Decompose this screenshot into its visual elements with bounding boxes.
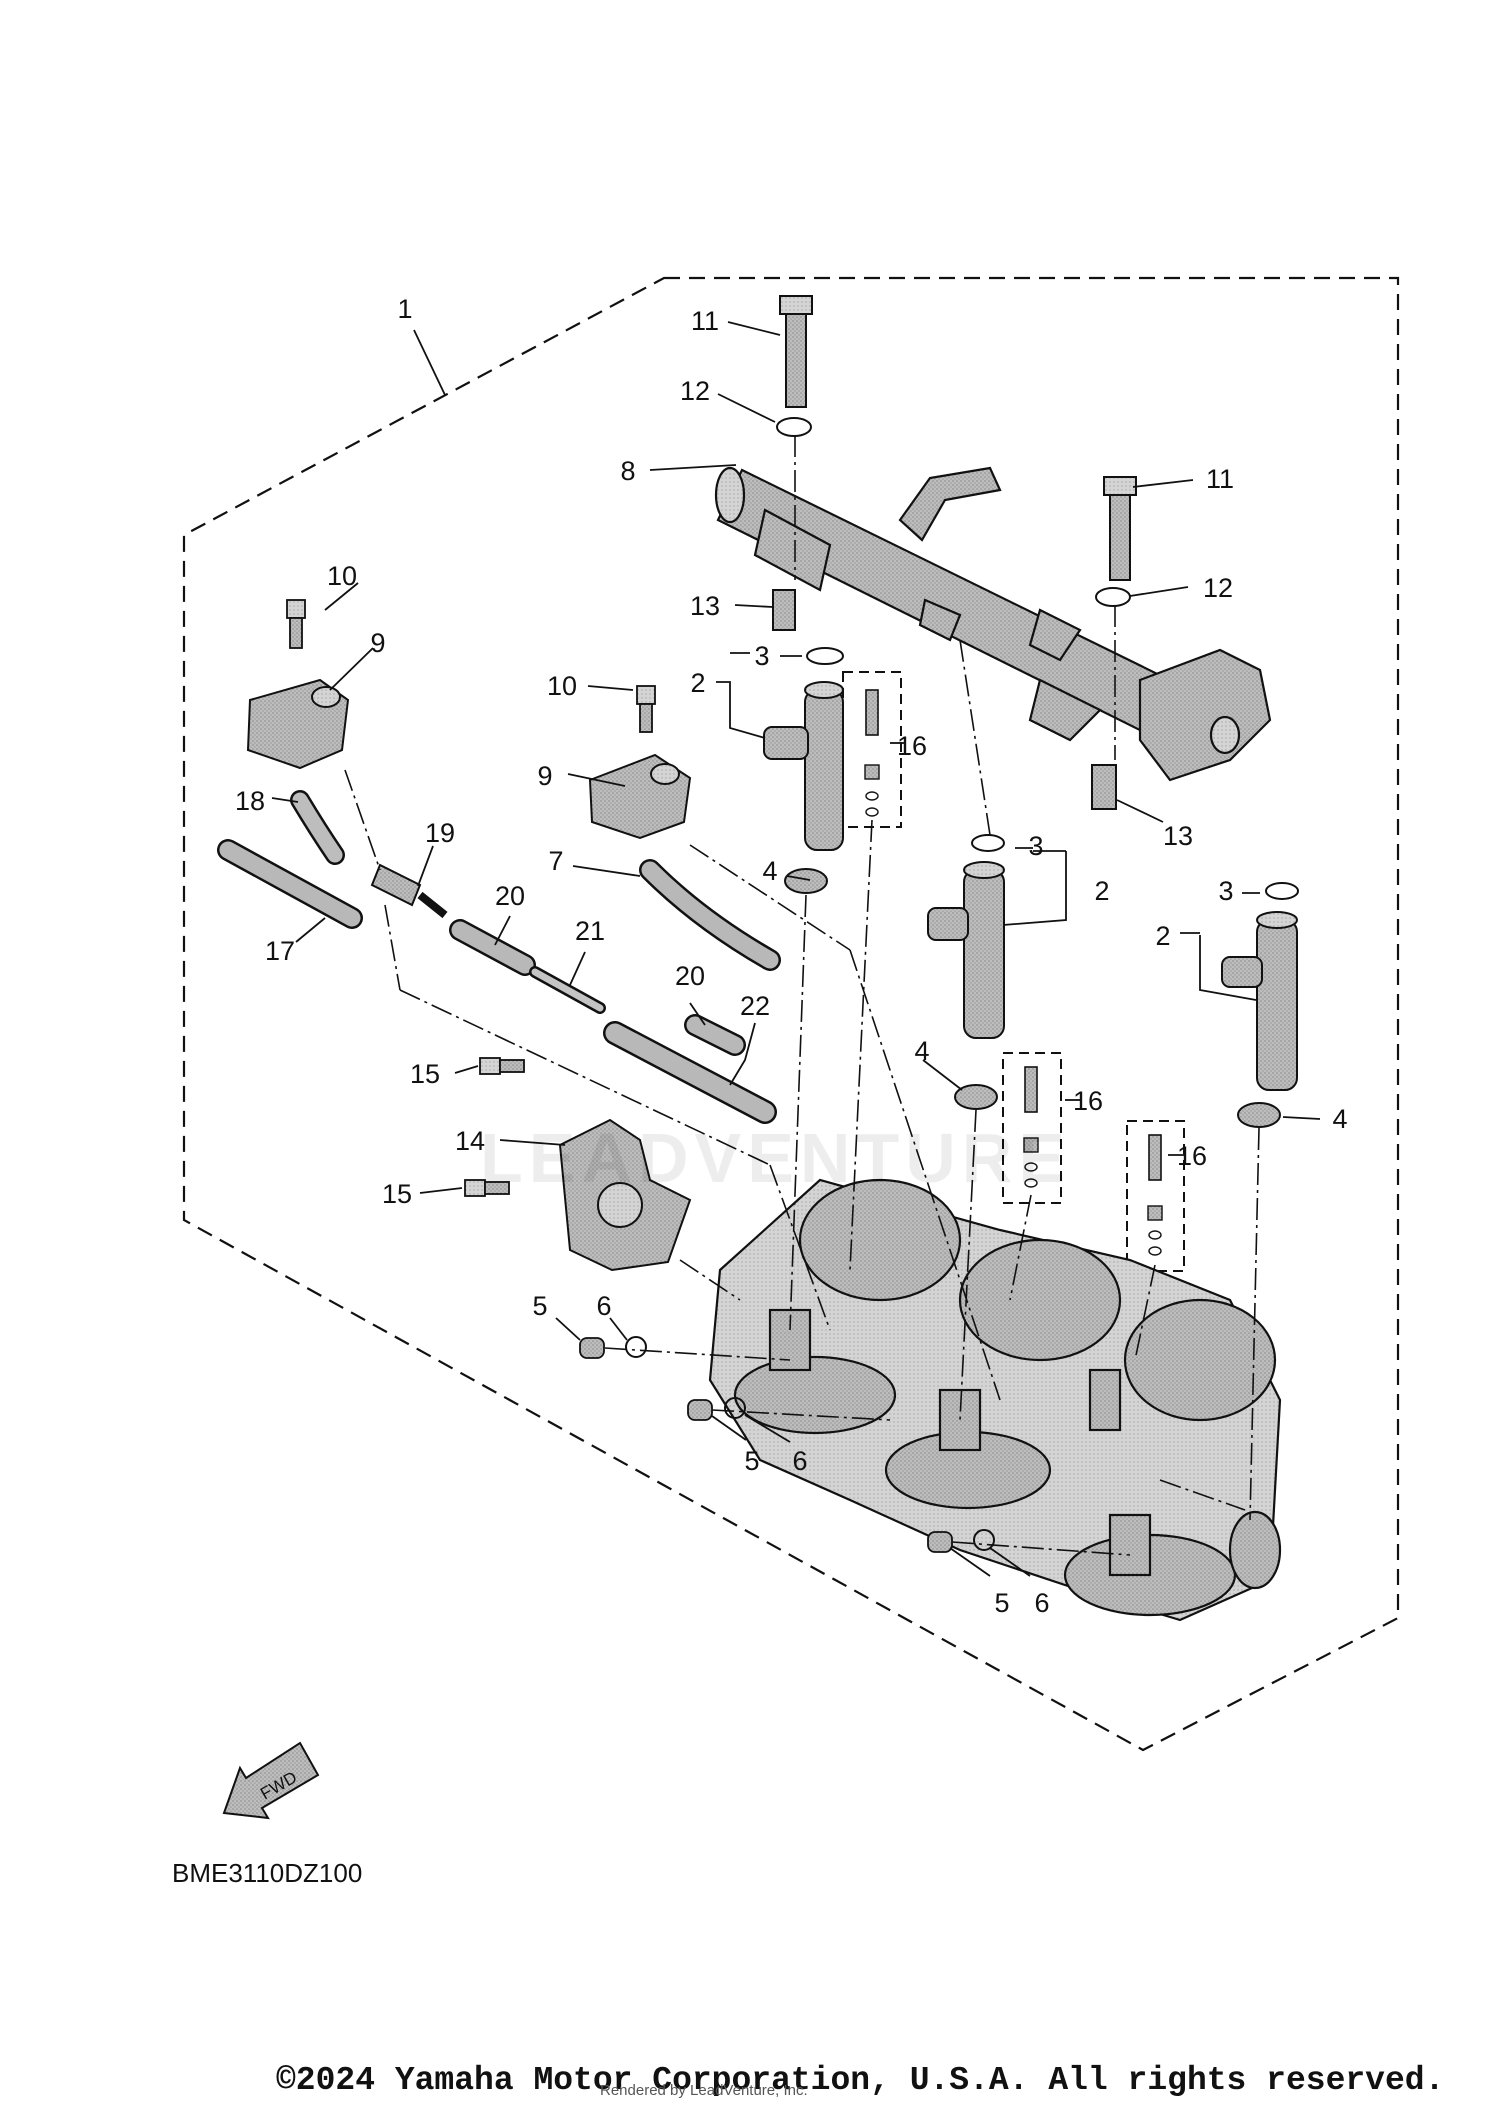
callout-c2c: 2 [1155, 921, 1170, 951]
cap-5-c [927, 1531, 953, 1553]
callout-c16b: 16 [1073, 1086, 1103, 1116]
hose-20b-fill [686, 1016, 744, 1054]
joint-21-fill [531, 968, 604, 1012]
sensor-bolt-left [286, 599, 306, 649]
hose-18-fill [292, 792, 343, 863]
sensor-bolt-middle [636, 685, 656, 733]
callout-c21: 21 [575, 916, 605, 946]
callout-c13b: 13 [1163, 821, 1193, 851]
assembly-boundary [182, 276, 1400, 1752]
callout-c16c: 16 [1177, 1141, 1207, 1171]
throttle-body [708, 1178, 1282, 1622]
fwd-arrow-icon: FWD [222, 1741, 320, 1820]
callout-c2a: 2 [690, 668, 705, 698]
hose-22-fill [605, 1023, 775, 1122]
callout-c19: 19 [425, 818, 455, 848]
tps-screw-lower [464, 1179, 510, 1197]
callout-c4a: 4 [762, 856, 777, 886]
rendered-by-text: Rendered by LeadVenture, Inc. [600, 2082, 808, 2099]
callout-c4b: 4 [914, 1036, 929, 1066]
hose-17-fill [219, 841, 361, 927]
callout-c17: 17 [265, 936, 295, 966]
joint-19 [370, 863, 448, 919]
fuel-rail [714, 466, 1272, 782]
callout-c12b: 12 [1203, 573, 1233, 603]
callout-c6c: 6 [1034, 1588, 1049, 1618]
seal-1 [784, 868, 828, 894]
callout-c2b: 2 [1094, 876, 1109, 906]
screw-kit-2 [1002, 1052, 1062, 1204]
clip-6-b [724, 1397, 746, 1419]
collar-left [772, 589, 796, 631]
callout-c13a: 13 [690, 591, 720, 621]
screw-kit-3 [1126, 1120, 1185, 1272]
callout-c14: 14 [455, 1126, 485, 1156]
washer-left [776, 417, 812, 437]
callout-c18: 18 [235, 786, 265, 816]
injector-1 [763, 681, 844, 851]
callout-c3a: 3 [754, 641, 769, 671]
screw-kit-1 [842, 671, 902, 828]
injector-2 [927, 861, 1005, 1039]
assembly-lines [344, 435, 1260, 1556]
seal-3 [1237, 1102, 1281, 1128]
callout-c15a: 15 [410, 1059, 440, 1089]
callout-c5c: 5 [994, 1588, 1009, 1618]
callout-c20b: 20 [675, 961, 705, 991]
callout-c4c: 4 [1332, 1104, 1347, 1134]
tps-screw-upper [479, 1057, 525, 1075]
copyright-text: ©2024 Yamaha Motor Corporation, U.S.A. A… [276, 2062, 1445, 2099]
callout-c11a: 11 [691, 306, 719, 336]
callout-c9b: 9 [537, 761, 552, 791]
sensor-middle [588, 753, 692, 840]
callout-c6b: 6 [792, 1446, 807, 1476]
o-ring-3 [1265, 882, 1299, 900]
seal-2 [954, 1084, 998, 1110]
watermark-text: LEADVENTURE [480, 1119, 1072, 1197]
leader-lines [271, 321, 1321, 1577]
sensor-upper-left [246, 678, 350, 770]
rail-bolt-right [1103, 476, 1137, 581]
collar-right [1091, 764, 1117, 810]
o-ring-1 [806, 647, 844, 665]
callout-c3b: 3 [1028, 831, 1043, 861]
callout-c22: 22 [740, 991, 770, 1021]
rail-bolt-left [779, 295, 813, 408]
injector-3 [1221, 911, 1298, 1091]
hose-20a-fill [451, 921, 534, 974]
callout-c16a: 16 [897, 731, 927, 761]
callout-c6a: 6 [596, 1291, 611, 1321]
callout-c7: 7 [548, 846, 563, 876]
callout-c20a: 20 [495, 881, 525, 911]
callout-c15b: 15 [382, 1179, 412, 1209]
clip-6-c [973, 1529, 995, 1551]
callout-c11b: 11 [1206, 464, 1234, 494]
clip-6-a [625, 1336, 647, 1358]
callout-c9a: 9 [370, 628, 385, 658]
callout-c1: 1 [397, 294, 412, 324]
o-ring-2 [971, 834, 1005, 852]
cap-5-a [579, 1337, 605, 1359]
drawing-id: BME3110DZ100 [172, 1858, 363, 1888]
callout-c10a: 10 [327, 561, 357, 591]
washer-right [1095, 587, 1131, 607]
cap-5-b [687, 1399, 713, 1421]
callout-c12a: 12 [680, 376, 710, 406]
hose-7-fill [641, 861, 779, 969]
callout-c5a: 5 [532, 1291, 547, 1321]
callout-c8: 8 [620, 456, 635, 486]
callout-c3c: 3 [1218, 876, 1233, 906]
throttle-position-sensor [558, 1118, 692, 1272]
callout-c10b: 10 [547, 671, 577, 701]
callout-c5b: 5 [744, 1446, 759, 1476]
